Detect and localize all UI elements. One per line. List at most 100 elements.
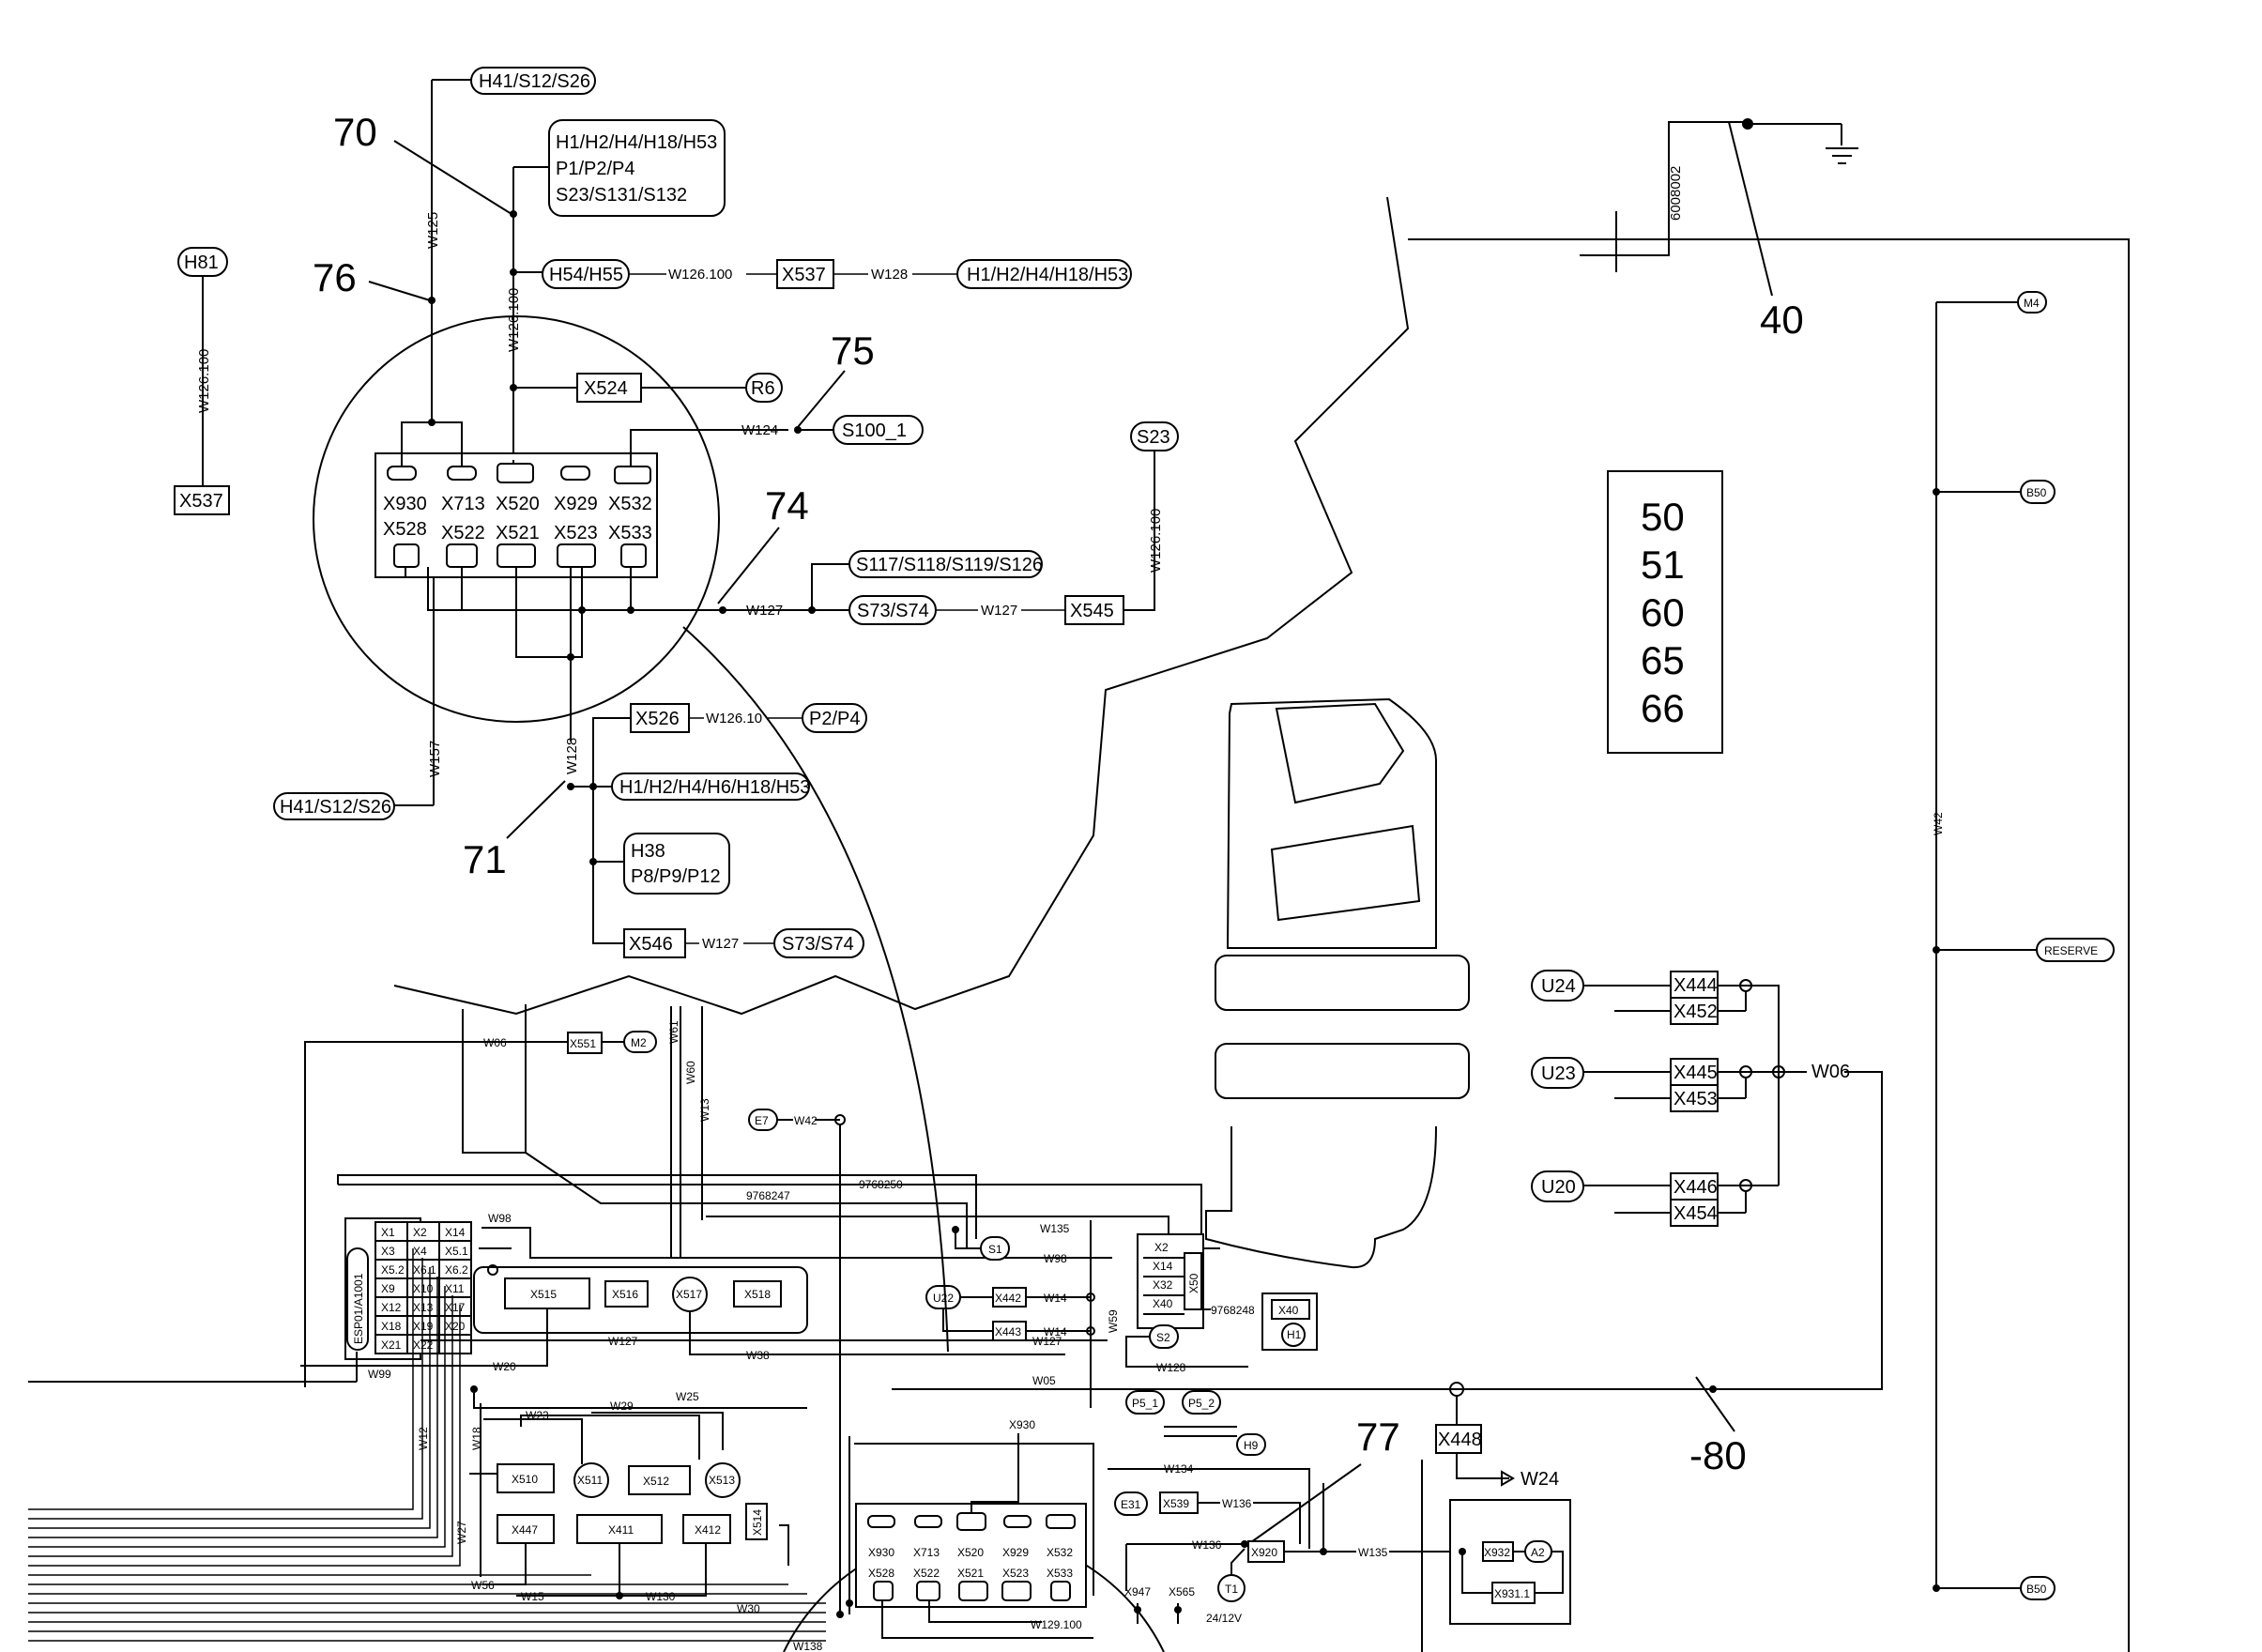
fuse-label: X19 [413, 1320, 434, 1333]
label-w128-top: W128 [871, 267, 908, 283]
label-w25: W25 [676, 1390, 699, 1403]
label-x526: X526 [635, 709, 680, 729]
label-w38: W38 [746, 1349, 770, 1362]
label-x452: X452 [1674, 1002, 1718, 1022]
label-w138: W138 [793, 1640, 823, 1652]
label-w126-100-h81: W126.100 [196, 349, 212, 413]
label-w05: W05 [1032, 1374, 1056, 1387]
label-x444: X444 [1674, 975, 1718, 996]
label-w13: W13 [698, 1098, 711, 1122]
conn-b-x533: X533 [1047, 1567, 1073, 1580]
label-w61: W61 [667, 1020, 680, 1044]
conn-x521: X521 [496, 523, 540, 543]
label-w126-100-s23: W126.100 [1148, 509, 1164, 573]
label-w127-x546: W127 [702, 936, 739, 952]
label-w42-small: W42 [794, 1114, 818, 1127]
label-x539: X539 [1163, 1497, 1189, 1510]
fuse-label: X3 [381, 1245, 395, 1258]
label-number-65: 65 [1641, 638, 1685, 682]
connector-grid-bottom [867, 1512, 1076, 1601]
seat-outline [1205, 697, 1470, 1269]
label-number-66: 66 [1641, 686, 1685, 730]
label-p8-p9-p12: P8/P9/P12 [631, 866, 721, 887]
label-h41-top: H41/S12/S26 [479, 71, 590, 92]
label-a2: A2 [1531, 1546, 1545, 1559]
label-number-50: 50 [1641, 495, 1685, 539]
label-x947: X947 [1124, 1585, 1151, 1598]
conn-x713: X713 [441, 494, 485, 514]
conn-b-x930: X930 [868, 1546, 894, 1559]
label-x524: X524 [584, 378, 628, 399]
label-x514: X514 [751, 1509, 764, 1536]
label-x518: X518 [744, 1288, 771, 1301]
label-9768247: 9768247 [746, 1189, 790, 1202]
label-t1-voltage: 24/12V [1206, 1612, 1242, 1625]
label-x442: X442 [995, 1292, 1021, 1305]
callout-70: 70 [333, 110, 377, 154]
fuse-label: X11 [445, 1282, 465, 1295]
label-part-number: 6008002 [1668, 166, 1684, 221]
fuse-label: X12 [381, 1301, 402, 1314]
label-reserve: RESERVE [2044, 944, 2098, 957]
label-w14-top: W14 [1044, 1292, 1067, 1305]
callout-77: 77 [1356, 1415, 1400, 1459]
connector-grid-top [387, 463, 651, 484]
label-h1-stack-1: H1/H2/H4/H18/H53 [556, 132, 717, 153]
label-x517: X517 [676, 1288, 702, 1301]
label-w14-bottom: W14 [1044, 1325, 1067, 1338]
label-w128-vert: W128 [564, 738, 580, 774]
label-p5-1: P5_1 [1132, 1397, 1158, 1410]
label-x515: X515 [530, 1288, 557, 1301]
callout-74: 74 [765, 483, 809, 528]
label-w30: W30 [737, 1602, 760, 1615]
label-w125: W125 [425, 212, 441, 249]
label-m4: M4 [2024, 297, 2040, 310]
label-w98-mid: W98 [1044, 1252, 1067, 1265]
label-x14: X14 [1153, 1260, 1173, 1273]
label-x411: X411 [608, 1523, 634, 1537]
label-w27: W27 [455, 1521, 468, 1544]
label-x546: X546 [629, 934, 673, 955]
label-b50-bottom: B50 [2026, 1583, 2047, 1596]
label-h54-h55: H54/H55 [549, 265, 623, 285]
fuse-label: X4 [413, 1245, 427, 1258]
label-w59: W59 [1107, 1309, 1120, 1333]
label-x537-left: X537 [179, 491, 223, 512]
label-w29: W29 [610, 1400, 634, 1413]
label-x565: X565 [1169, 1585, 1195, 1598]
fuse-label: X6.2 [445, 1263, 468, 1277]
label-w127-mid: W127 [981, 603, 1017, 619]
label-x537-top: X537 [782, 265, 826, 285]
conn-x532: X532 [608, 494, 652, 514]
label-w60: W60 [684, 1061, 697, 1084]
label-x32: X32 [1153, 1278, 1173, 1292]
label-s23: S23 [1137, 427, 1170, 448]
label-w129-100: W129.100 [1031, 1618, 1082, 1631]
label-x443: X443 [995, 1325, 1021, 1338]
label-e7: E7 [755, 1114, 769, 1127]
label-t1: T1 [1225, 1583, 1238, 1596]
label-u23: U23 [1541, 1063, 1576, 1084]
callout-minus-80: -80 [1689, 1433, 1747, 1477]
label-w20: W20 [493, 1360, 516, 1373]
callout-71: 71 [463, 837, 507, 881]
label-h41-bottom: H41/S12/S26 [280, 797, 391, 818]
label-x931-1: X931.1 [1494, 1587, 1530, 1600]
label-w135-right: W135 [1358, 1546, 1388, 1559]
label-m2: M2 [631, 1036, 647, 1049]
label-w130: W130 [646, 1590, 676, 1603]
conn-b-x522: X522 [913, 1567, 940, 1580]
label-x932: X932 [1484, 1546, 1510, 1559]
conn-x533: X533 [608, 523, 652, 543]
label-s1: S1 [988, 1243, 1002, 1256]
fuse-label: X5.2 [381, 1263, 405, 1277]
fuse-label: X22 [413, 1338, 434, 1352]
conn-x522: X522 [441, 523, 485, 543]
label-number-51: 51 [1641, 543, 1685, 587]
label-h9: H9 [1244, 1439, 1259, 1452]
callout-76: 76 [313, 255, 357, 299]
label-x40-right: X40 [1278, 1304, 1299, 1317]
label-x513: X513 [709, 1474, 735, 1487]
label-r6: R6 [751, 378, 775, 399]
